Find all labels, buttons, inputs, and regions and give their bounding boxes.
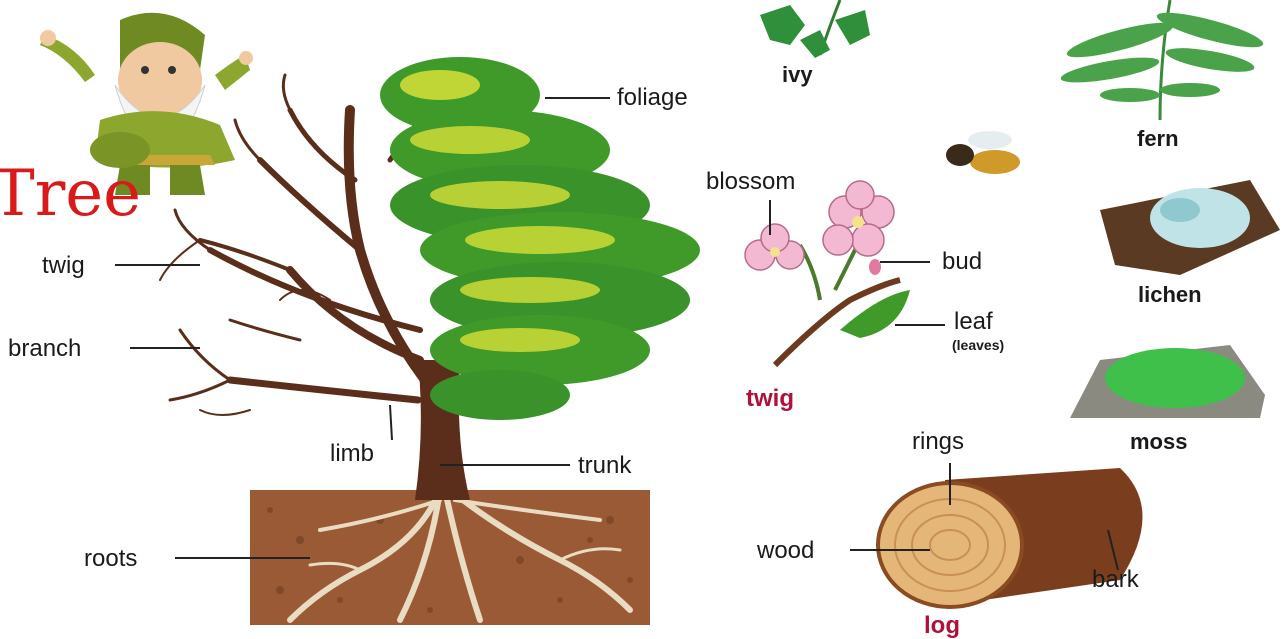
label-moss: moss (1130, 431, 1187, 453)
ivy-illustration (760, 0, 870, 58)
bee-illustration (946, 131, 1020, 174)
label-fern: fern (1137, 128, 1179, 150)
label-blossom: blossom (706, 170, 795, 194)
label-lichen: lichen (1138, 284, 1202, 306)
label-rings: rings (912, 430, 964, 454)
label-foliage: foliage (617, 86, 688, 110)
label-leaves: (leaves) (952, 338, 1004, 352)
lichen-illustration (1100, 180, 1280, 275)
label-twig-caption: twig (746, 387, 794, 411)
label-leaf: leaf (954, 310, 993, 334)
label-bark: bark (1092, 568, 1139, 592)
label-bud: bud (942, 250, 982, 274)
page-title: Tree (0, 162, 141, 226)
label-twig: twig (42, 254, 85, 278)
moss-illustration (1070, 345, 1265, 418)
label-trunk: trunk (578, 454, 631, 478)
label-log-caption: log (924, 614, 960, 638)
label-roots: roots (84, 547, 137, 571)
label-branch: branch (8, 337, 81, 361)
fern-illustration (1059, 0, 1266, 120)
label-limb: limb (330, 442, 374, 466)
label-ivy: ivy (782, 64, 813, 86)
label-wood: wood (757, 539, 814, 563)
